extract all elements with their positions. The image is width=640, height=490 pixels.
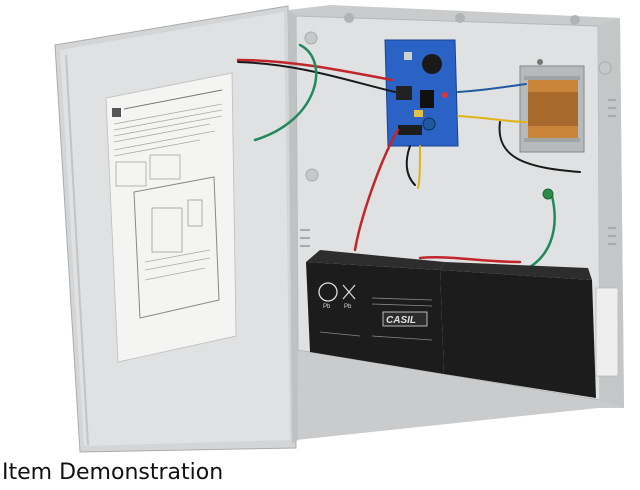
- instruction-sheet: [105, 72, 237, 363]
- product-photo: Pb Pb CASIL: [54, 5, 624, 453]
- recycle-mark: Pb: [323, 304, 331, 310]
- battery-brand: CASIL: [386, 315, 416, 326]
- transformer: [519, 59, 585, 153]
- power-supply-board: [384, 39, 459, 147]
- wiring: [236, 43, 581, 274]
- battery-right: [440, 262, 596, 398]
- vent-slots: [300, 99, 616, 247]
- caption: Item Demonstration: [2, 460, 224, 485]
- battery-left: Pb Pb CASIL: [306, 250, 445, 374]
- pb-cross-mark: Pb: [344, 304, 352, 310]
- enclosure-door: [54, 5, 297, 453]
